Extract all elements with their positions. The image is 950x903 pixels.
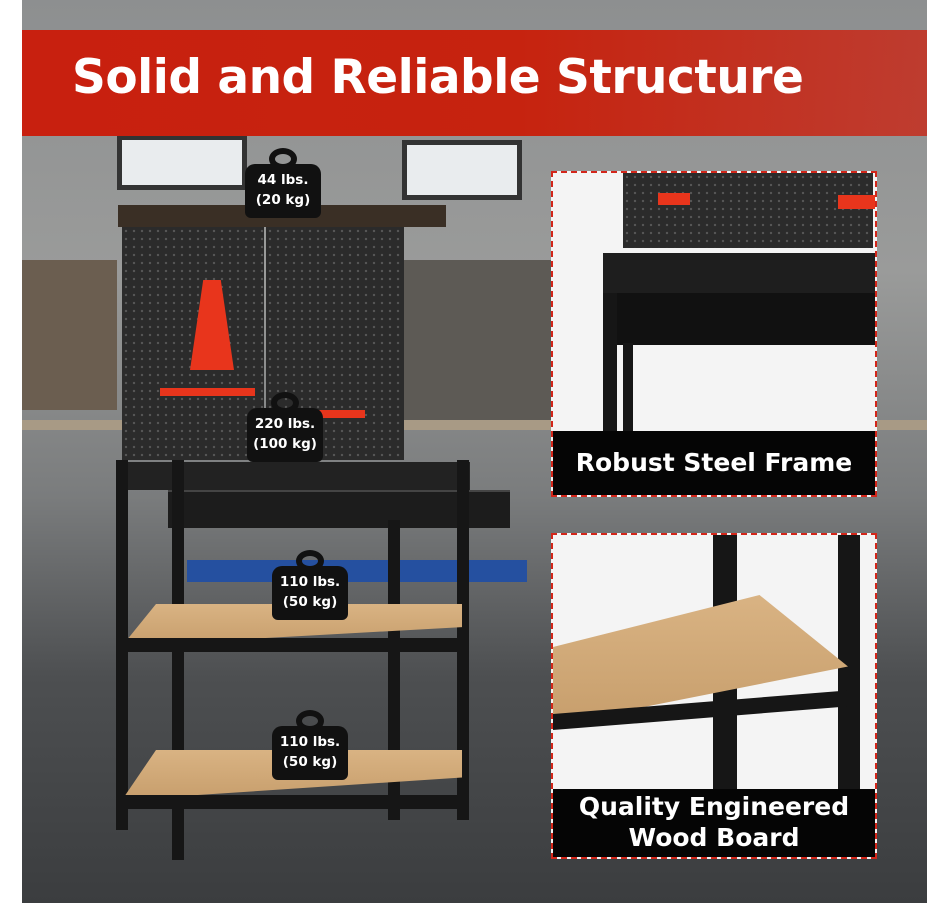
- header-banner: Solid and Reliable Structure: [22, 30, 927, 136]
- weight-badge-middle: 110 lbs. (50 kg): [270, 550, 350, 620]
- tool-shelf: [22, 260, 117, 410]
- pegboard-detail: [623, 173, 873, 248]
- tool-wall: [402, 260, 552, 420]
- weight-kg: (20 kg): [255, 192, 311, 208]
- weight-kg: (100 kg): [253, 436, 317, 452]
- car-lift: [187, 560, 527, 582]
- pegboard-right: [266, 227, 404, 460]
- weight-lbs: 220 lbs.: [254, 416, 316, 432]
- red-tool-holder: [305, 410, 365, 418]
- frame-post: [838, 535, 860, 795]
- frame-post: [388, 520, 400, 820]
- frame-post: [623, 343, 633, 443]
- shelf-beam: [120, 638, 465, 652]
- window: [117, 135, 247, 190]
- weight-lbs: 110 lbs.: [279, 574, 341, 590]
- drawer-detail: [603, 293, 875, 345]
- work-surface: [116, 462, 470, 490]
- shelf-beam: [120, 795, 465, 809]
- detail-panel-steel-frame: Robust Steel Frame: [551, 171, 877, 497]
- red-tool-holder: [658, 193, 690, 205]
- work-surface-detail: [603, 253, 875, 293]
- weight-badge-bottom: 110 lbs. (50 kg): [270, 710, 350, 780]
- caption-line: Quality Engineered: [578, 792, 850, 821]
- weight-lbs: 110 lbs.: [279, 734, 341, 750]
- frame-post: [603, 293, 617, 433]
- red-tool-holder: [838, 195, 875, 209]
- panel-caption: Quality Engineered Wood Board: [553, 789, 875, 857]
- window: [402, 140, 522, 200]
- weight-badge-surface: 220 lbs. (100 kg): [245, 392, 325, 462]
- weight-lbs: 44 lbs.: [257, 172, 309, 188]
- panel-caption: Robust Steel Frame: [553, 431, 875, 495]
- workbench-background: [22, 420, 927, 430]
- detail-panel-wood-board: Quality Engineered Wood Board: [551, 533, 877, 859]
- weight-kg: (50 kg): [282, 754, 338, 770]
- weight-kg: (50 kg): [282, 594, 338, 610]
- weight-badge-top: 44 lbs. (20 kg): [243, 148, 323, 218]
- caption-line: Wood Board: [628, 823, 800, 852]
- pegboard-left: [122, 227, 264, 460]
- drawer[interactable]: [168, 490, 510, 528]
- banner-title: Solid and Reliable Structure: [72, 50, 804, 105]
- red-tool-holder: [160, 388, 255, 396]
